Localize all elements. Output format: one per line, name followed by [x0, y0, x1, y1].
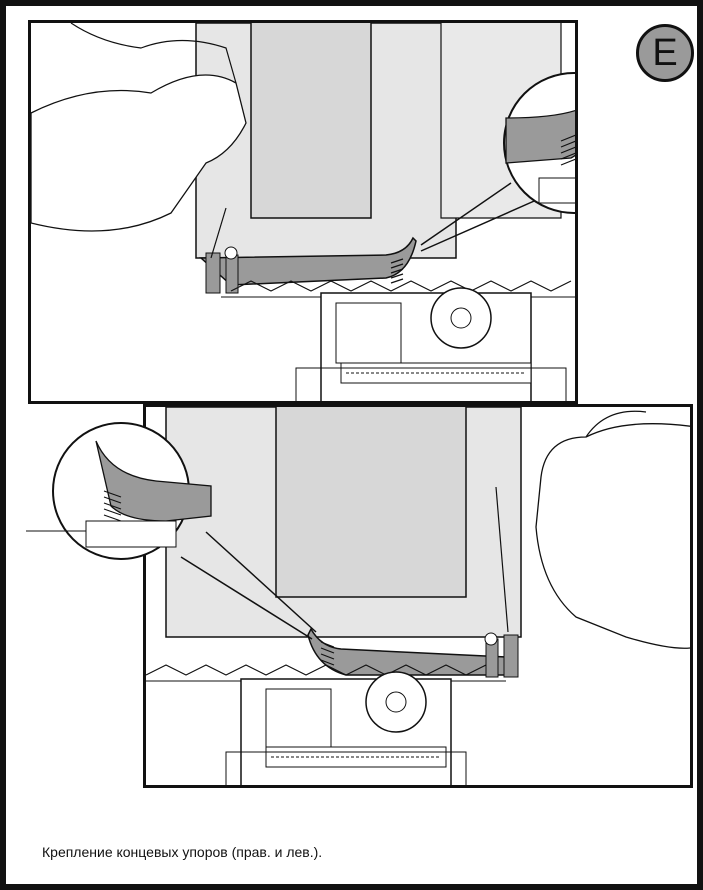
illustration-bottom-left-stop [143, 404, 693, 788]
printer-drawing-top [31, 23, 575, 401]
zoom-callout-bottom [26, 422, 212, 560]
illustration-top-right-stop [28, 20, 578, 404]
step-badge: E [636, 24, 694, 82]
step-letter: E [652, 31, 678, 74]
printer-drawing-bottom [146, 407, 690, 785]
instruction-caption: Крепление концевых упоров (прав. и лев.)… [42, 844, 323, 860]
